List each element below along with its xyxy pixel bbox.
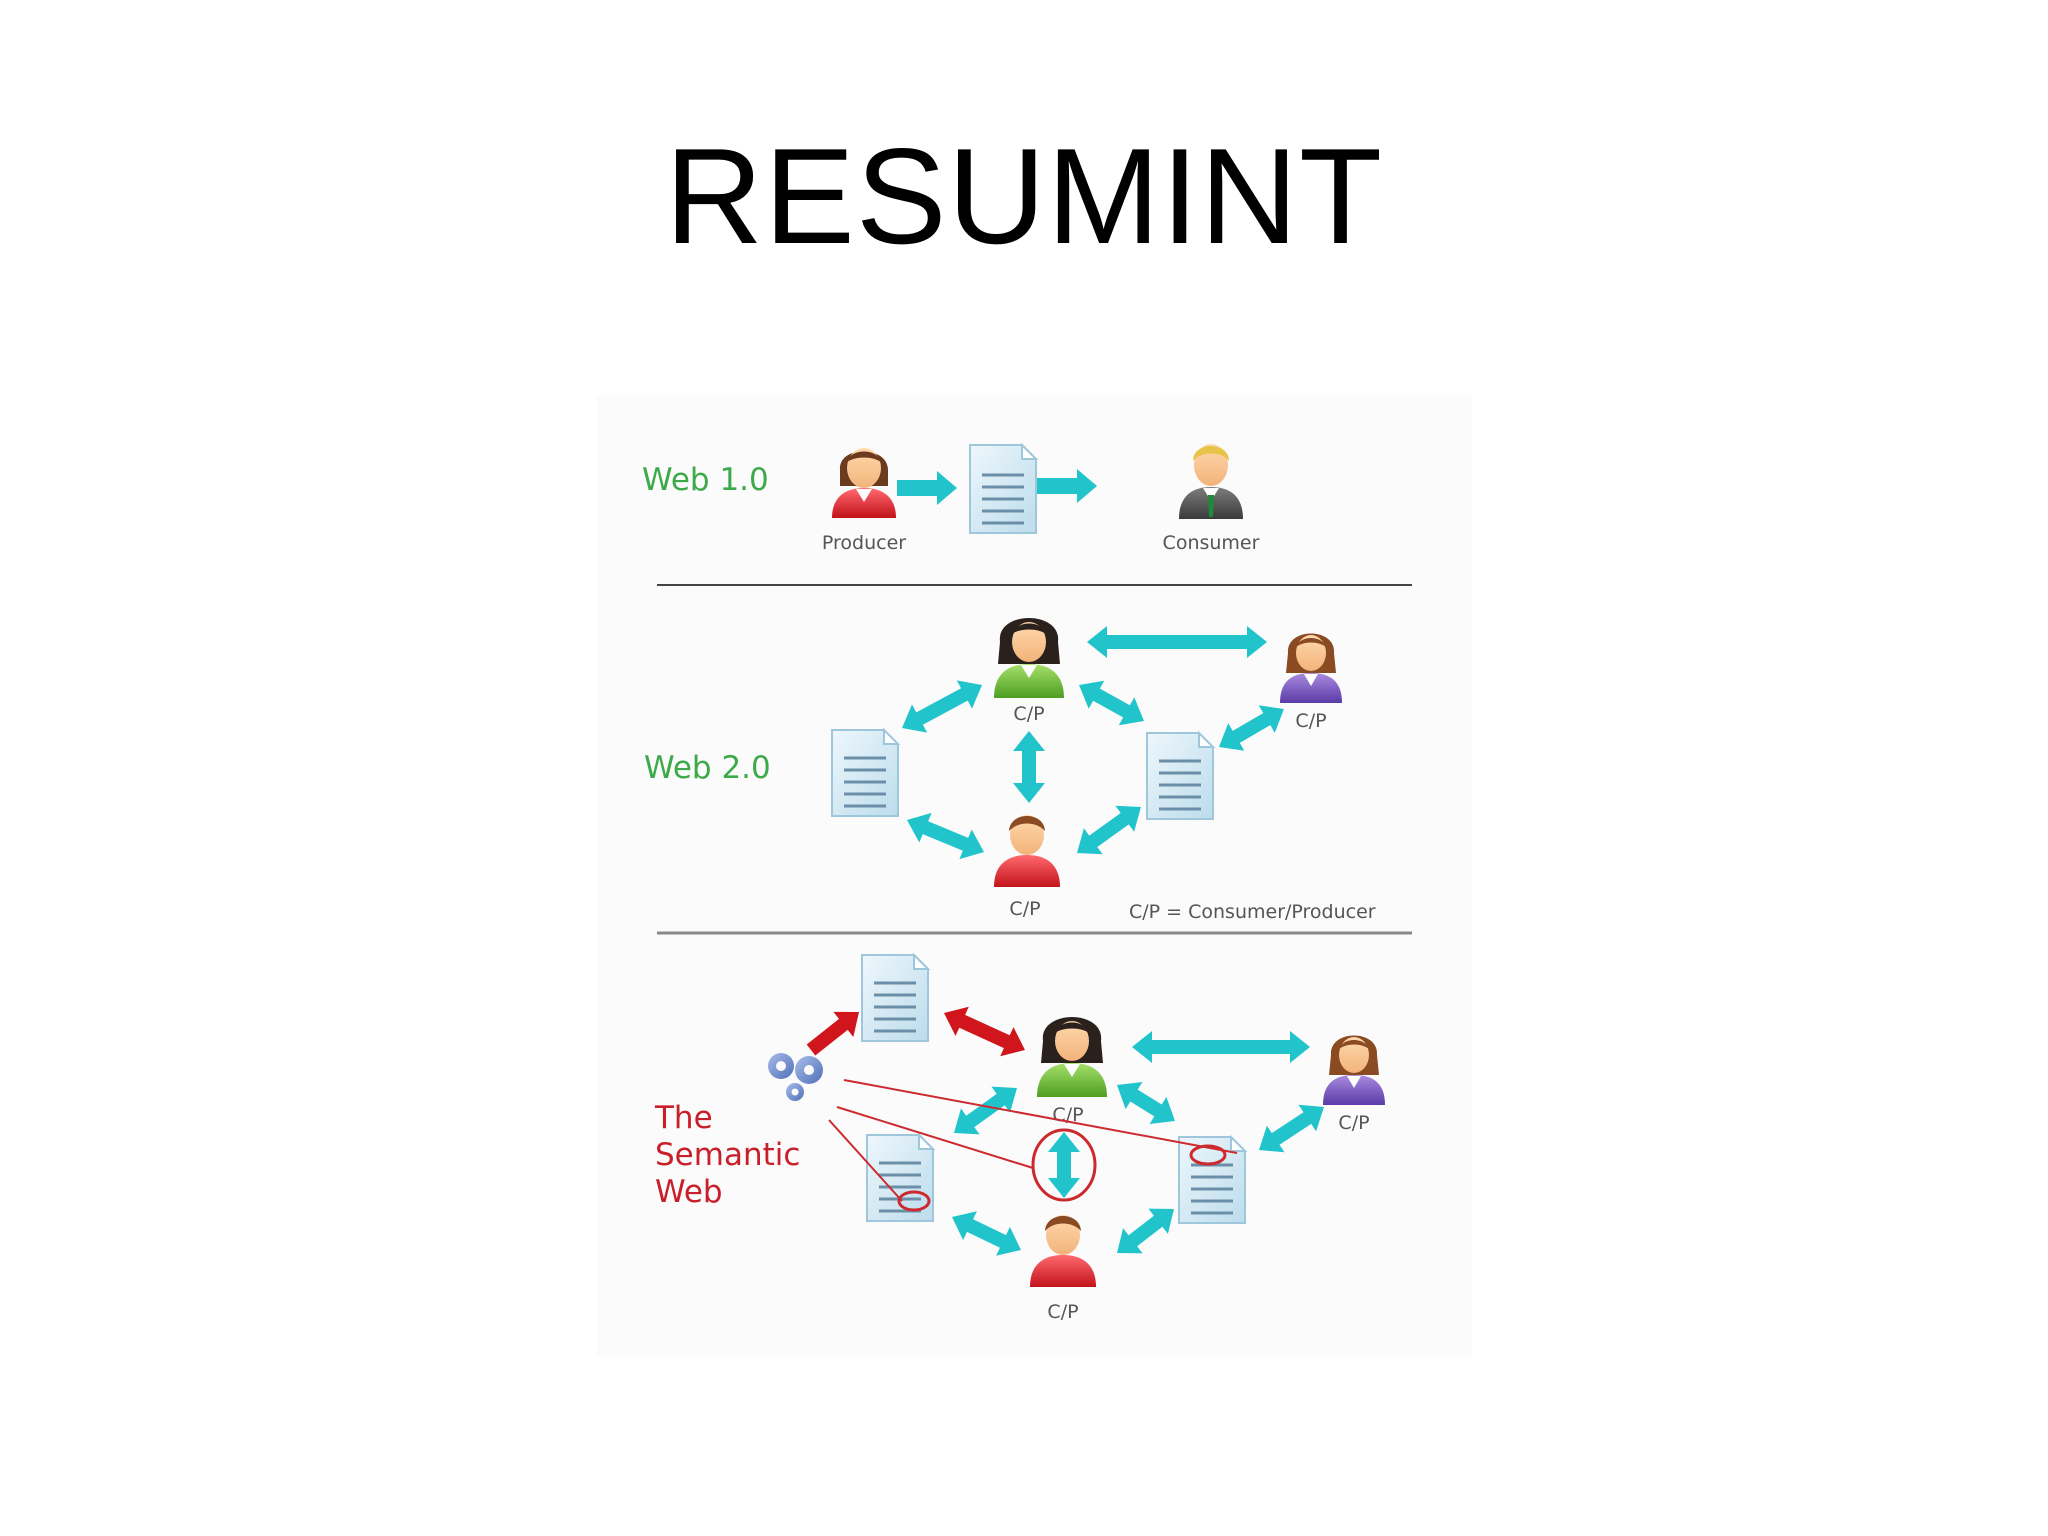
web2-document-left-icon [831, 727, 901, 817]
semantic-document-left-icon [866, 1132, 936, 1222]
semantic-document-top-icon [861, 952, 931, 1042]
web2-arrow-right-rightdoc [1219, 705, 1284, 751]
web2-cp-right-icon [1280, 633, 1342, 703]
web2-legend: C/P = Consumer/Producer [1129, 901, 1376, 923]
semantic-cp-bottom-label: C/P [1047, 1301, 1078, 1323]
producer-icon [832, 448, 896, 518]
semantic-label-line2: Semantic [655, 1137, 800, 1173]
web1-arrow-1 [897, 471, 957, 505]
slide-title: RESUMINT [664, 120, 1384, 272]
semantic-document-right-icon [1178, 1134, 1248, 1224]
web2-cp-bottom-label: C/P [1009, 898, 1040, 920]
web2-cp-right-label: C/P [1295, 710, 1326, 732]
web2-cp-bottom-icon [994, 815, 1060, 887]
web2-arrow-top-rightdoc [1079, 680, 1144, 726]
semantic-label-line3: Web [655, 1174, 723, 1210]
annotation-line-2 [836, 1106, 1034, 1169]
semantic-cp-right-icon [1323, 1035, 1385, 1105]
web1-document-icon [969, 442, 1039, 534]
web-evolution-diagram: Web 1.0 Producer Consumer We [642, 442, 1412, 1323]
gears-icon [768, 1053, 823, 1101]
annotation-oval-link [1031, 1128, 1097, 1202]
annotation-oval-left-doc [897, 1190, 931, 1212]
semantic-arrow-rightdoc-bottom [1117, 1208, 1174, 1254]
semantic-arrow-top-leftdoc [954, 1086, 1017, 1135]
semantic-annotations [828, 1079, 1238, 1212]
web2-label: Web 2.0 [644, 750, 771, 786]
semantic-arrow-top-rightdoc [1117, 1082, 1175, 1124]
semantic-arrow-right-rightdoc [1259, 1104, 1324, 1153]
semantic-arrow-leftdoc-bottom [952, 1211, 1021, 1256]
web2-arrow-top-right [1087, 626, 1267, 658]
web2-arrows [902, 626, 1284, 860]
web2-cp-top-label: C/P [1013, 703, 1044, 725]
semantic-cp-right-label: C/P [1338, 1112, 1369, 1134]
web2-arrow-rightdoc-bottom [1077, 805, 1141, 855]
consumer-icon [1179, 444, 1243, 519]
semantic-arrow-top-right [1132, 1031, 1310, 1063]
semantic-arrow-gears-doc [806, 1011, 859, 1056]
consumer-label: Consumer [1163, 532, 1260, 554]
semantic-cp-top-icon [1037, 1017, 1107, 1097]
web2-document-right-icon [1146, 730, 1216, 820]
web2-cp-top-icon [994, 618, 1064, 698]
web2-arrow-top-leftdoc [902, 680, 982, 733]
web1-label: Web 1.0 [642, 462, 769, 498]
semantic-arrows [806, 1006, 1324, 1256]
annotation-line-1 [843, 1079, 1238, 1154]
producer-label: Producer [822, 532, 906, 554]
web1-arrow-2 [1037, 469, 1097, 503]
annotation-line-3 [828, 1119, 903, 1202]
web2-arrow-leftdoc-bottom [907, 812, 984, 860]
semantic-arrow-top-bottom [1048, 1132, 1080, 1198]
web2-arrow-top-bottom [1013, 731, 1045, 803]
semantic-label-line1: The [654, 1100, 713, 1136]
diagram-panel: Web 1.0 Producer Consumer We [597, 395, 1472, 1357]
annotation-oval-right-doc [1189, 1144, 1227, 1166]
semantic-arrow-doc-top [944, 1006, 1025, 1057]
semantic-cp-bottom-icon [1030, 1215, 1096, 1287]
